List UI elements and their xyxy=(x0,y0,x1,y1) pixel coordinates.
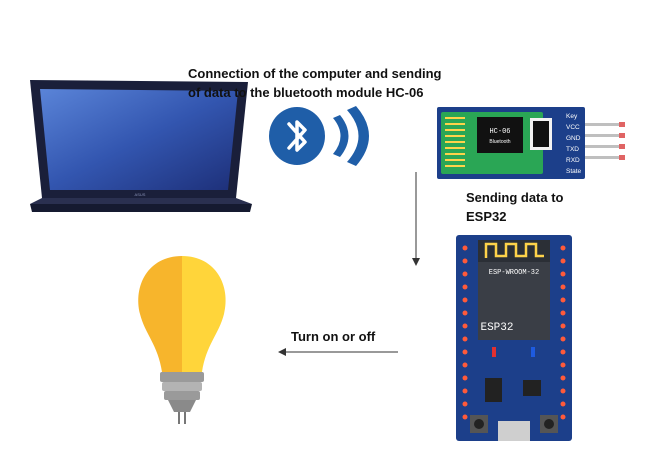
pin-label: VCC xyxy=(566,124,580,131)
turn-on-off-label: Turn on or off xyxy=(291,329,376,344)
esp32-board: ESP-WROOM-32 ESP32 xyxy=(456,235,572,441)
hc06-chip-sublabel: Bluetooth xyxy=(489,139,510,145)
esp32-chip-label: ESP32 xyxy=(480,322,513,334)
esp32-module-label: ESP-WROOM-32 xyxy=(489,269,539,277)
pin-label: RXD xyxy=(566,157,580,164)
hc06-module: HC-06 Bluetooth Key VCC GND TXD RXD Stat… xyxy=(437,107,625,179)
laptop: ASUS xyxy=(30,80,252,212)
pin-label: GND xyxy=(566,135,581,142)
sending-label: Sending data to ESP32 xyxy=(466,188,564,226)
esp32-antenna xyxy=(484,242,544,258)
bluetooth-icon xyxy=(269,107,325,165)
laptop-brand: ASUS xyxy=(135,192,146,197)
esp32-left-pins xyxy=(462,245,468,420)
sending-label-line-2: ESP32 xyxy=(466,209,507,224)
pin-label: State xyxy=(566,168,582,175)
signal-waves-icon xyxy=(333,106,369,166)
connection-label: Connection of the computer and sending o… xyxy=(188,64,442,102)
antenna-trace xyxy=(445,117,465,167)
light-bulb-icon xyxy=(138,256,226,424)
pin-label: TXD xyxy=(566,146,579,153)
hc06-chip-label: HC-06 xyxy=(489,128,510,136)
header-pins xyxy=(585,122,625,160)
connection-label-line-1: Connection of the computer and sending xyxy=(188,66,442,81)
connection-label-line-2: of data to the bluetooth module HC-06 xyxy=(188,85,424,100)
sending-label-line-1: Sending data to xyxy=(466,190,564,205)
esp32-right-pins xyxy=(560,245,566,420)
pin-label: Key xyxy=(566,113,578,120)
